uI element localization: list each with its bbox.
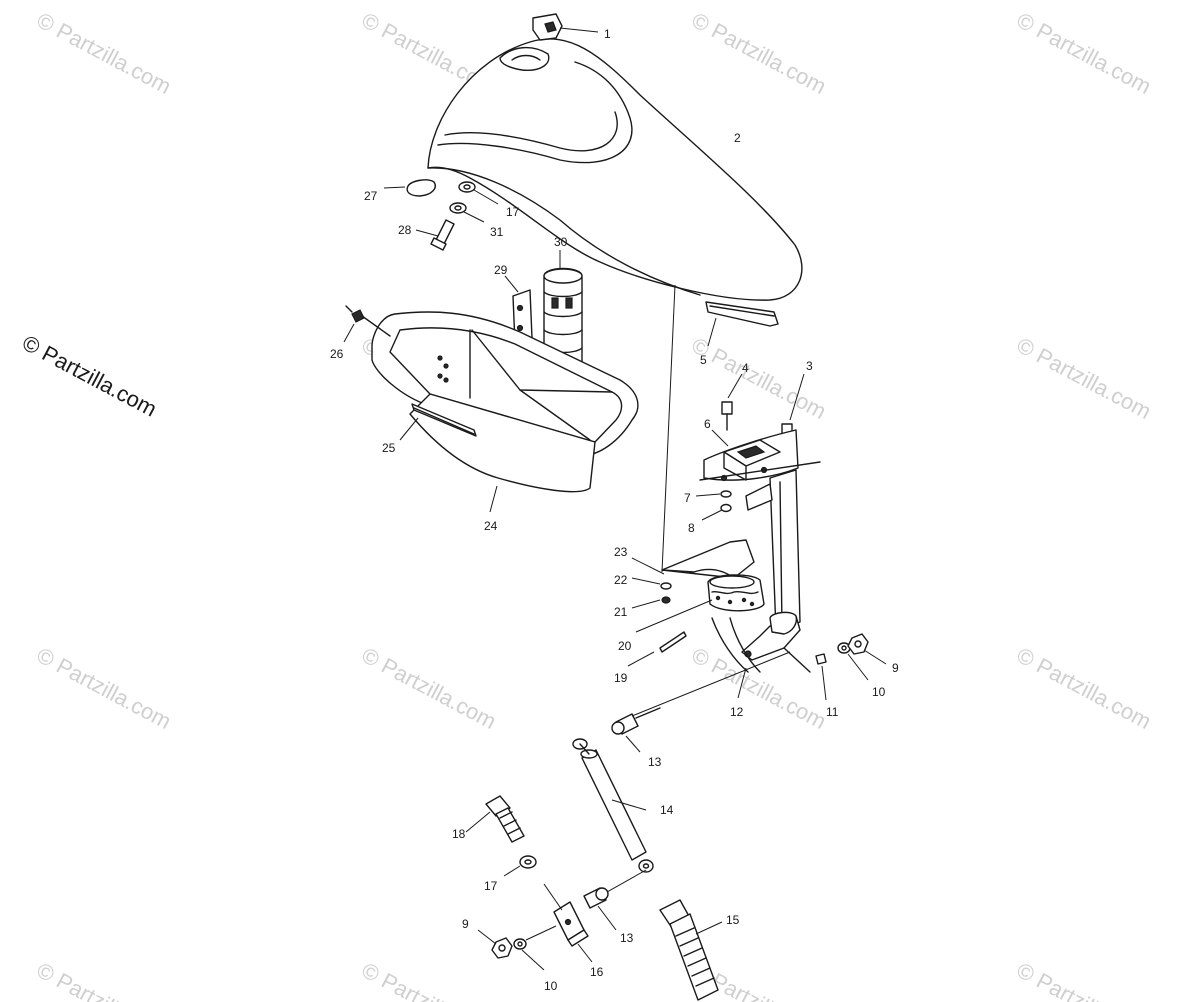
callout-24: 24 [484,519,498,533]
callout-10-right: 10 [872,685,886,699]
callout-4: 4 [742,361,749,375]
callout-20: 20 [618,639,632,653]
bracket-arm-12 [737,469,811,699]
washer-17-lower [503,855,537,877]
callout-9-lower: 9 [462,917,469,931]
screw-21 [631,596,671,609]
watermark-text: © Partzilla.com [33,642,176,734]
callout-30: 30 [554,235,568,249]
callout-1: 1 [604,27,611,41]
watermark-text: © Partzilla.com [688,7,831,99]
hood-cover [427,38,803,573]
callout-7: 7 [684,491,691,505]
callout-28: 28 [398,223,412,237]
callout-27: 27 [364,189,378,203]
bracket-mount-23 [631,539,755,579]
callout-21: 21 [614,605,628,619]
callout-19: 19 [614,671,628,685]
ball-stud-13-upper [611,707,661,753]
washer-11 [815,653,827,701]
callout-13-lower: 13 [620,931,634,945]
nut-9-right [847,633,887,665]
assembly-axis-line [631,651,791,717]
callout-26: 26 [330,347,344,361]
watermark-text: © Partzilla.com [358,957,501,1002]
watermark-text: © Partzilla.com [33,957,176,1002]
callout-labels: 1 2 3 4 5 6 7 8 9 10 11 12 13 14 15 16 1… [330,27,899,993]
watermark-text: © Partzilla.com [688,332,831,424]
callout-29: 29 [494,263,508,277]
guide-strap [711,617,761,673]
callout-14: 14 [660,803,674,817]
washer-7 [695,490,732,498]
callout-15: 15 [726,913,740,927]
callout-9-right: 9 [892,661,899,675]
callout-22: 22 [614,573,628,587]
callout-23: 23 [614,545,628,559]
watermark-text: © Partzilla.com [1013,957,1156,1002]
callout-8: 8 [688,521,695,535]
bolt-18 [465,795,525,843]
callout-13-upper: 13 [648,755,662,769]
bolt-28 [415,219,455,251]
bumper-pad [383,179,436,197]
handle-grip-15 [659,899,723,1001]
storage-bin-24 [371,311,639,513]
callout-17-lower: 17 [484,879,498,893]
callout-25: 25 [382,441,396,455]
callout-10-lower: 10 [544,979,558,993]
gas-strut-14 [572,738,654,873]
watermark-text: © Partzilla.com [1013,332,1156,424]
callout-6: 6 [704,417,711,431]
callout-2: 2 [734,131,741,145]
nut-8 [701,503,732,521]
watermark-text: © Partzilla.com [1013,7,1156,99]
ball-stud-13-lower [583,887,617,931]
watermark-text: © Partzilla.com [358,642,501,734]
bolt-4 [721,373,743,431]
trim-strip-5 [705,301,779,347]
watermark-text: © Partzilla.com [1013,642,1156,734]
callout-3: 3 [806,359,813,373]
washer-10-lower [513,925,557,971]
watermark-text: © Partzilla.com [33,7,176,99]
screw-26 [343,305,391,343]
latch-knob [532,13,599,41]
filter-cup-30 [543,250,583,371]
callout-31: 31 [490,225,504,239]
mount-bracket-16 [543,883,593,963]
washer-17-top [458,181,499,205]
washer-31 [449,202,485,223]
latch-bracket-6 [699,429,821,482]
pin-19 [627,631,687,667]
callout-17-upper: 17 [506,205,520,219]
callout-11: 11 [826,705,839,719]
nut-9-lower [477,929,513,959]
callout-12: 12 [730,705,744,719]
callout-5: 5 [700,353,707,367]
callout-18: 18 [452,827,466,841]
foam-pad-20 [635,574,765,633]
washer-22 [631,577,672,590]
callout-16: 16 [590,965,604,979]
seal-strip-25 [399,403,477,441]
